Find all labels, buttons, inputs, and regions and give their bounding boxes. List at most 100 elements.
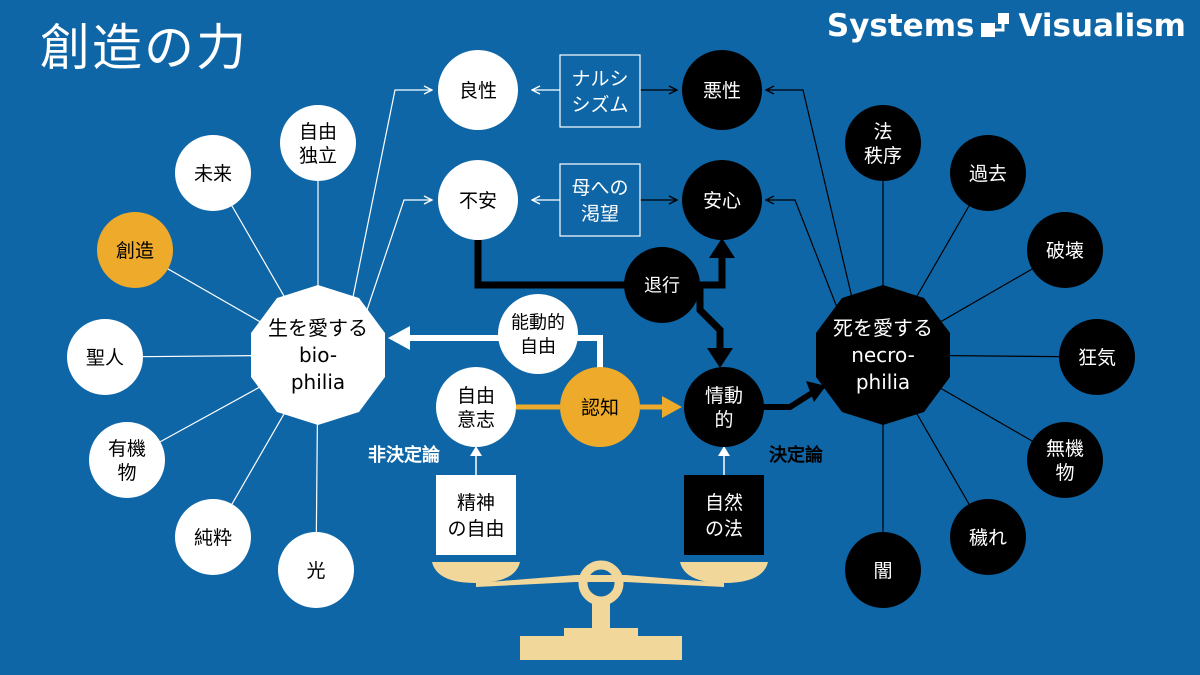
jodo-label-line: 的 [714,409,733,431]
hikettei-label: 非決定論 [368,444,441,466]
noudou-label: 能動的自由 [511,312,565,357]
mirai-label-line: 未来 [194,163,232,185]
jiyu-dokuritsu-label-line: 独立 [299,145,337,167]
mukibutsu-label: 無機物 [1046,438,1084,484]
fuan-label: 不安 [459,190,497,212]
yukibutsu-label: 有機物 [108,438,146,484]
noudou-node [498,294,578,374]
haha-label-line: 渇望 [581,203,619,225]
ryosei-node [438,50,518,130]
seishin-label: 精神の自由 [447,492,504,540]
shizen-box [684,475,764,555]
taiko-label: 退行 [644,275,680,296]
yukibutsu-node [89,422,165,498]
haha-box [559,163,641,237]
anshin-node [682,160,762,240]
necrophilia-label-line: philia [856,370,910,394]
kegare-label-line: 穢れ [969,527,1007,549]
arrow-head-to-anshin [709,238,735,258]
biophilia-label-line: bio- [299,343,337,367]
fuan-label-line: 不安 [459,190,497,212]
seijin-label-line: 聖人 [86,347,124,369]
kako-node [950,135,1026,211]
seishin-label-line: の自由 [447,518,504,540]
biophilia-label-line: 生を愛する [268,316,368,340]
mirai-label: 未来 [194,163,232,185]
balance-scale [432,560,768,660]
chitsujo-label: 法秩序 [864,121,902,167]
narcissism-label: ナルシシズム [571,68,628,116]
brand-logo: Systems Visualism [827,8,1186,44]
chitsujo-label-line: 法 [873,121,892,143]
page-title: 創造の力 [40,19,248,77]
jodo-to-necro-path [763,390,814,410]
junsui-label-line: 純粋 [194,527,232,549]
biophilia-label-line: philia [291,370,345,394]
taiko-node [624,247,700,323]
yukibutsu-label-line: 有機 [108,438,146,460]
ryosei-label-line: 良性 [459,80,497,102]
mukibutsu-label-line: 物 [1055,462,1074,484]
mirai-node [175,135,251,211]
arrow-head-jodo [718,446,730,456]
kako-label: 過去 [969,163,1007,185]
regression-up-path [700,255,726,289]
narcissism-box [559,54,641,128]
ishi-label-line: 自由 [457,385,495,407]
akusei-label: 悪性 [703,80,741,102]
haha-label: 母への渇望 [571,177,628,225]
shizen-label: 自然の法 [705,492,743,540]
brand-left-text: Systems [826,8,975,44]
hakai-label: 破壊 [1046,240,1084,262]
arrow-necro-to-anshin [766,200,839,311]
yami-label-line: 闇 [873,560,892,582]
kegare-node [950,499,1026,575]
jiyu-dokuritsu-label-line: 自由 [299,121,337,143]
ryosei-label: 良性 [459,80,497,102]
jiyu-dokuritsu-label: 自由独立 [299,121,337,167]
chitsujo-label-line: 秩序 [864,145,902,167]
junsui-label: 純粋 [194,527,232,549]
mukibutsu-node [1027,422,1103,498]
anshin-label: 安心 [703,190,741,212]
sozo-node [97,212,173,288]
hakai-node [1027,212,1103,288]
jiyu-dokuritsu-node [280,105,356,181]
kyoki-node [1059,319,1135,395]
chitsujo-node [845,105,921,181]
arrow-bio-to-fuan [366,200,432,311]
hikari-node [278,532,354,608]
seishin-box [436,475,516,555]
hikari-label-line: 光 [306,560,325,582]
kyoki-label-line: 狂気 [1078,347,1116,369]
kegare-label: 穢れ [969,527,1007,549]
jodo-label-line: 情動 [705,385,743,407]
necrophilia-node [816,285,950,425]
yami-label: 闇 [873,560,892,582]
seijin-label: 聖人 [86,347,124,369]
ninchi-node [560,367,640,447]
ishi-label-line: 意志 [457,409,495,431]
hakai-label-line: 破壊 [1046,240,1084,262]
arrow-head-ishi [470,446,482,456]
kettei-label: 決定論 [769,444,824,466]
biophilia-label: 生を愛する bio-philia [268,316,368,394]
seishin-label-line: 精神 [457,492,495,514]
junsui-node [175,499,251,575]
akusei-node [682,50,762,130]
shizen-label-line: 自然 [705,492,743,514]
haha-label-line: 母への [571,177,628,199]
necrophilia-label-line: necro- [851,343,915,367]
yukibutsu-label-line: 物 [117,462,136,484]
narcissism-label-line: シズム [571,94,628,116]
jodo-node [684,367,764,447]
systems-visualism-logo-icon [980,11,1012,41]
arrow-bio-to-ryosei [351,90,432,303]
kyoki-label: 狂気 [1078,347,1116,369]
fuan-node [438,160,518,240]
orange-arrow-head [662,396,682,418]
akusei-label-line: 悪性 [703,80,741,102]
